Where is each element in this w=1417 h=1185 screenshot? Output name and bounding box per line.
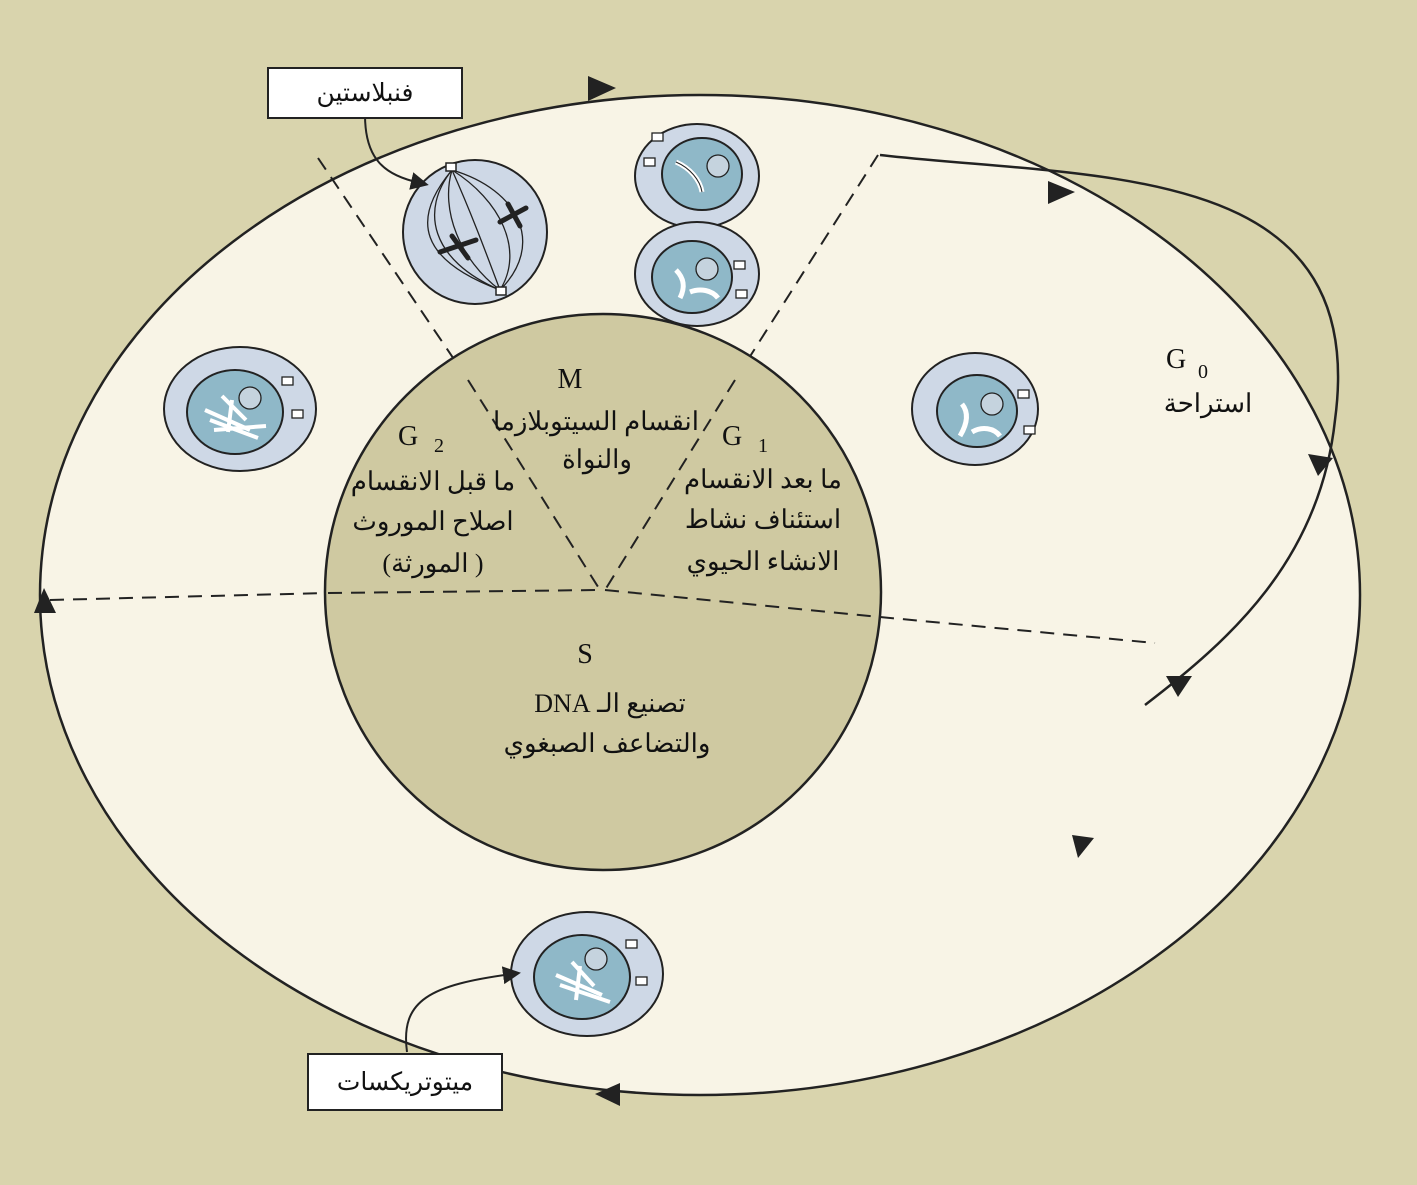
g0-loop	[879, 153, 1340, 706]
chromosome-icon	[437, 201, 529, 261]
cycle-arrowheads	[34, 76, 1333, 1106]
callout-bottom-text: ميتوتريكسات	[336, 1069, 474, 1096]
phase-g1-line1: ما بعد الانقسام	[684, 465, 842, 495]
phase-g1-line2: استئناف نشاط	[685, 505, 841, 534]
arrowhead-icon	[1166, 676, 1192, 697]
phase-g1-label: G 1 ما بعد الانقسام استئناف نشاط الانشاء…	[684, 421, 842, 577]
nucleus-icon	[186, 369, 284, 455]
phase-g2-sub: 2	[434, 435, 444, 457]
phase-m-line2: والنواة	[562, 445, 632, 475]
phase-s-line2: والتضاعف الصبغوي	[504, 729, 711, 759]
phase-g2-line1: ما قبل الانقسام	[351, 467, 515, 497]
g0-letter: G	[1166, 344, 1186, 375]
nucleus-icon	[661, 137, 743, 211]
callout-bottom-methotrexate: ميتوتريكسات	[307, 1053, 503, 1111]
arrowhead-icon	[1072, 835, 1094, 858]
g0-sub: 0	[1198, 361, 1208, 383]
cell-icon	[163, 346, 317, 472]
callout-bottom-connector	[405, 966, 521, 1053]
phase-m-label: M انقسام السيتوبلازما والنواة	[493, 364, 699, 475]
phase-g2-letter: G	[398, 421, 418, 452]
cell-icon	[634, 221, 760, 327]
inner-circle	[323, 312, 883, 872]
arrowhead-icon	[1048, 181, 1075, 204]
centriole-icon	[445, 162, 507, 296]
arrowhead-icon	[588, 76, 616, 101]
chromosome-icon	[204, 394, 267, 440]
cell-icon	[911, 352, 1039, 466]
phase-m-letter: M	[558, 364, 583, 395]
phase-g2-label: G 2 ما قبل الانقسام اصلاح الموروث ( المو…	[351, 421, 515, 579]
nucleus-icon	[533, 934, 631, 1020]
cell-icon	[510, 911, 664, 1037]
phase-g1-line3: الانشاء الحيوي	[687, 547, 840, 577]
nucleus-icon	[651, 240, 733, 314]
arrowhead-icon	[1308, 454, 1333, 476]
arrowhead-icon	[595, 1083, 620, 1106]
g0-label: G 0 استراحة	[1164, 344, 1252, 419]
phase-s-line1: تصنيع الـ DNA	[534, 689, 685, 719]
callout-top-text: فنبلاستين	[316, 80, 414, 107]
phase-m-line1: انقسام السيتوبلازما	[493, 407, 699, 437]
cell-icon	[402, 159, 548, 305]
cell-icon	[634, 123, 760, 229]
phase-s-label: S تصنيع الـ DNA والتضاعف الصبغوي	[504, 639, 711, 759]
arrowhead-icon	[34, 588, 56, 613]
nucleus-icon	[936, 374, 1018, 448]
callout-top-vinblastine: فنبلاستين	[267, 67, 463, 119]
phase-s-letter: S	[577, 639, 593, 670]
callout-top-connector	[364, 114, 429, 190]
phase-g2-line2: اصلاح الموروث	[352, 507, 513, 537]
phase-g2-line3: ( المورثة)	[382, 549, 483, 579]
sector-lines	[327, 379, 881, 618]
chromosome-icon	[555, 960, 611, 1004]
phase-dividers	[49, 154, 1156, 644]
g0-text: استراحة	[1164, 389, 1252, 419]
phase-g1-sub: 1	[758, 435, 768, 457]
phase-g1-letter: G	[722, 421, 742, 452]
